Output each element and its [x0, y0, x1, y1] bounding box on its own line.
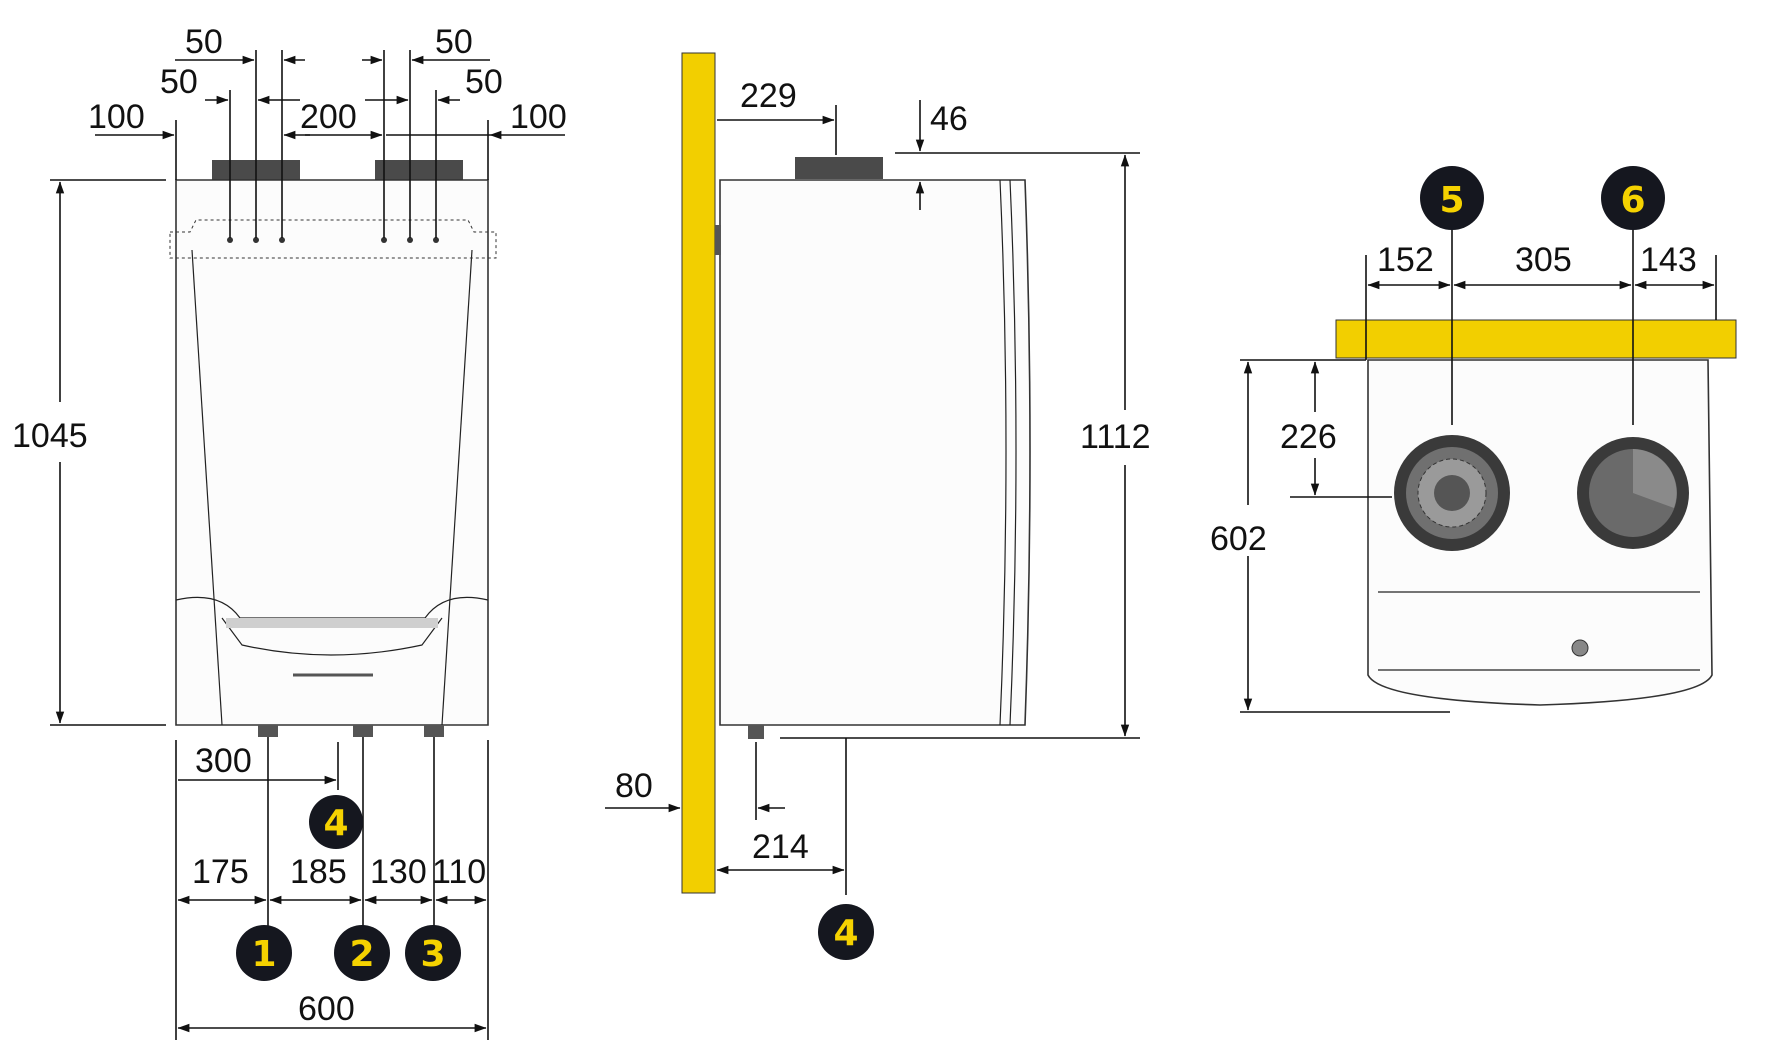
- dim-label: 185: [290, 853, 347, 891]
- badge-4: [309, 795, 363, 849]
- dim-label: 110: [432, 853, 486, 891]
- badge-1: [236, 925, 292, 981]
- wall: [681, 52, 716, 894]
- dim-label: 50: [465, 63, 503, 101]
- dim-label: 50: [435, 23, 473, 61]
- flue-pipe-side: [795, 157, 883, 179]
- dim-label: 300: [195, 742, 252, 780]
- dim-label: 100: [88, 98, 145, 136]
- dim-label: 152: [1377, 241, 1434, 279]
- boiler-front-body: [175, 179, 489, 726]
- connection-3: [424, 725, 444, 737]
- dim-label: 226: [1280, 418, 1337, 456]
- badge-label: 6: [1620, 180, 1645, 221]
- dim-label: 229: [740, 77, 797, 115]
- dim-label: 130: [370, 853, 427, 891]
- wall-top: [1335, 319, 1737, 359]
- badge-label: 1: [251, 934, 276, 975]
- badge-6: [1601, 166, 1665, 230]
- dim-label: 305: [1515, 241, 1572, 279]
- badge-label: 5: [1439, 180, 1464, 221]
- dim-label: 214: [752, 828, 809, 866]
- flue-pipe-right: [375, 160, 463, 180]
- badge-label: 3: [420, 934, 445, 975]
- knob-icon: [1571, 639, 1589, 657]
- dim-label: 46: [930, 100, 968, 138]
- badge-4-side: [818, 904, 874, 960]
- mounting-rail: [169, 219, 497, 259]
- dim-label: 175: [192, 853, 249, 891]
- dim-label: 100: [510, 98, 567, 136]
- dim-label-width: 600: [298, 990, 355, 1028]
- badge-label: 4: [833, 913, 858, 954]
- front-view: 50 50 50 50 100 200 100 1045 300 4 175 1…: [12, 23, 567, 1040]
- badge-label: 4: [323, 803, 348, 844]
- connection-side: [748, 725, 764, 739]
- dim-label: 80: [615, 767, 653, 805]
- dim-label: 50: [185, 23, 223, 61]
- dim-label-height: 1112: [1080, 418, 1151, 456]
- badge-3: [405, 925, 461, 981]
- dim-label-height: 1045: [12, 417, 88, 455]
- badge-label: 2: [349, 934, 374, 975]
- badge-2: [334, 925, 390, 981]
- connection-1: [258, 725, 278, 737]
- top-view: 152 305 143 5 6 226 602: [1210, 166, 1737, 713]
- dim-label: 602: [1210, 520, 1267, 558]
- dim-label: 50: [160, 63, 198, 101]
- connection-2: [353, 725, 373, 737]
- dim-label: 200: [300, 98, 357, 136]
- boiler-side-body: [719, 179, 1031, 726]
- side-view: 229 46 1112 80 214 4: [605, 52, 1151, 960]
- dim-label: 143: [1640, 241, 1697, 279]
- badge-5: [1420, 166, 1484, 230]
